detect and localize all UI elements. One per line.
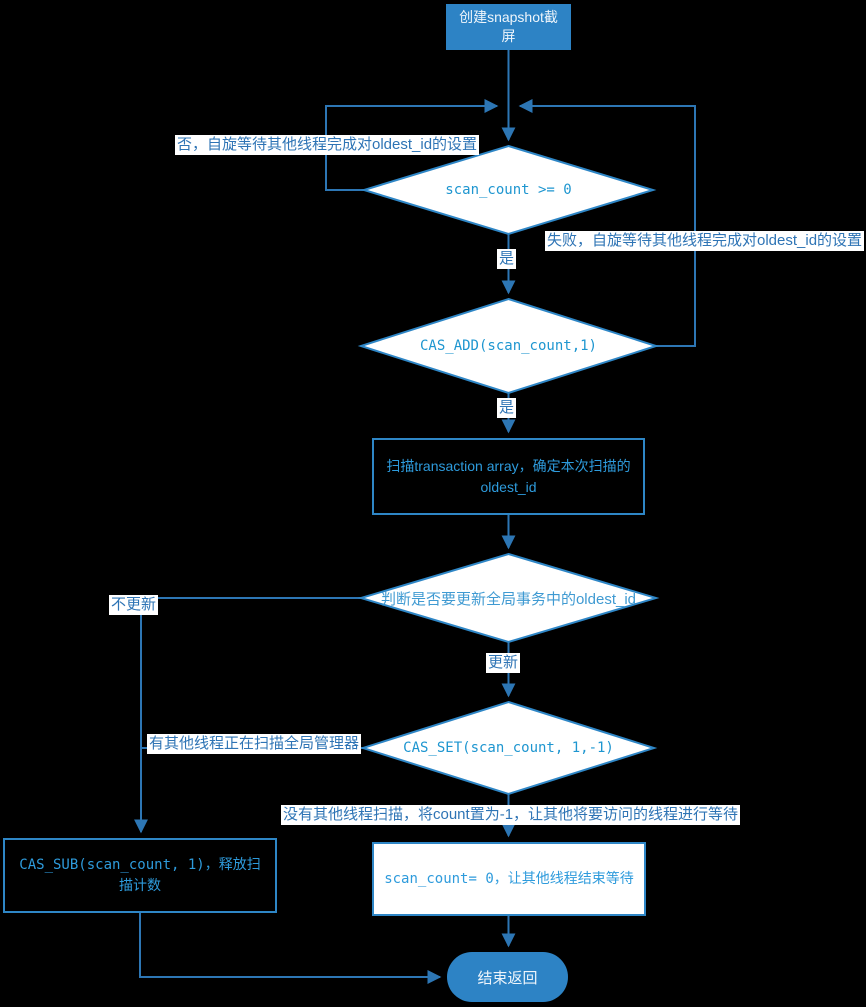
decision-update-oldest-id-diamond — [357, 552, 660, 644]
edge-label-fail-spin: 失败，自旋等待其他线程完成对oldest_id的设置 — [545, 231, 865, 251]
process-cas-sub: CAS_SUB(scan_count, 1)，释放扫描计数 — [3, 838, 277, 913]
process-scan-transaction-array-label: 扫描transaction array，确定本次扫描的oldest_id — [386, 457, 631, 495]
edge-label-update: 更新 — [486, 653, 521, 673]
end-node-label: 结束返回 — [477, 969, 538, 987]
process-reset-scan-count: scan_count= 0，让其他线程结束等待 — [372, 842, 646, 916]
process-reset-scan-count-label: scan_count= 0，让其他线程结束等待 — [384, 870, 634, 887]
edge-no-update — [134, 597, 361, 834]
end-node: 结束返回 — [447, 952, 568, 1002]
process-cas-sub-label: CAS_SUB(scan_count, 1)，释放扫描计数 — [19, 856, 261, 894]
decision-cas-set-diamond — [359, 700, 658, 796]
edge-label-no-spin: 否，自旋等待其他线程完成对oldest_id的设置 — [175, 135, 480, 155]
edge-label-yes-1: 是 — [497, 249, 517, 269]
edge-label-yes-2: 是 — [497, 398, 517, 418]
start-node: 创建snapshot截屏 — [446, 4, 571, 50]
decision-cas-add-diamond — [357, 297, 660, 395]
start-node-label: 创建snapshot截屏 — [459, 9, 558, 44]
process-scan-transaction-array: 扫描transaction array，确定本次扫描的oldest_id — [372, 438, 645, 515]
decision-scan-count-diamond — [360, 144, 657, 236]
edge-fail-loop — [518, 99, 696, 347]
edge-label-no-other-thread: 没有其他线程扫描，将count置为-1，让其他将要访问的线程进行等待 — [281, 805, 741, 825]
edge-label-other-thread-scanning: 有其他线程正在扫描全局管理器 — [147, 734, 362, 754]
edge-sub-to-end — [139, 913, 442, 984]
edge-label-no-update: 不更新 — [109, 595, 159, 615]
